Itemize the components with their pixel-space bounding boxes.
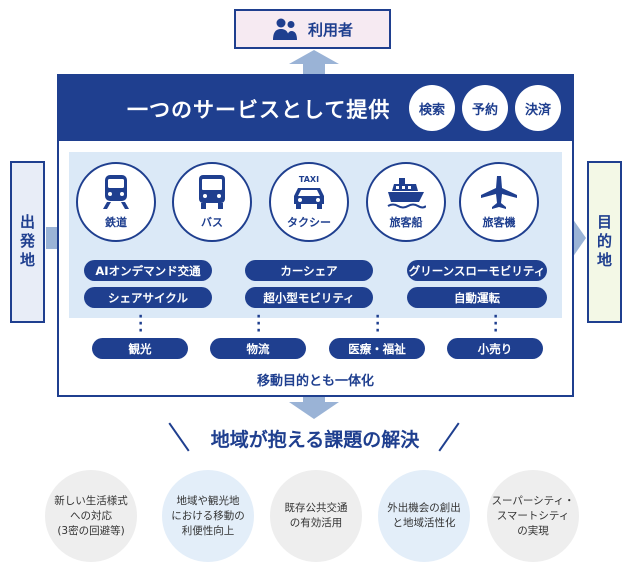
service-share-cycle: シェアサイクル <box>84 287 212 308</box>
mode-bus: バス <box>172 162 252 242</box>
taxi-icon: TAXI <box>294 175 324 209</box>
arrow-up-icon <box>289 50 339 78</box>
origin-box: 出発地 <box>10 161 45 323</box>
purpose-tourism: 観光 <box>92 338 188 359</box>
bus-icon <box>199 175 225 209</box>
arrow-down-icon <box>289 387 339 419</box>
taxi-sign: TAXI <box>299 175 319 184</box>
panel-title: 一つのサービスとして提供 <box>127 98 391 122</box>
service-autonomous-driving: 自動運転 <box>407 287 547 308</box>
issue-public-transport: 既存公共交通 の有効活用 <box>270 470 362 562</box>
mode-ship: 旅客船 <box>366 162 446 242</box>
train-icon <box>103 175 129 209</box>
continuation-dots: ··· <box>138 309 144 339</box>
mode-label: 旅客機 <box>482 216 516 229</box>
mode-train: 鉄道 <box>76 162 156 242</box>
ship-icon <box>387 178 426 209</box>
service-car-share: カーシェア <box>245 260 373 281</box>
purpose-note: 移動目的とも一体化 <box>256 374 374 389</box>
integrated-service-panel: 一つのサービスとして提供 検索 予約 決済 鉄道 バス TAXI <box>57 74 574 397</box>
user-label: 利用者 <box>307 20 353 39</box>
purpose-medical-welfare: 医療・福祉 <box>329 338 425 359</box>
service-green-slow-mobility: グリーンスローモビリティ <box>407 260 547 281</box>
mode-label: タクシー <box>287 216 331 229</box>
issue-new-lifestyle: 新しい生活様式 への対応 (3密の回避等) <box>45 470 137 562</box>
airplane-icon <box>481 176 517 209</box>
purpose-logistics: 物流 <box>210 338 306 359</box>
mode-label: 鉄道 <box>105 216 127 229</box>
mode-label: 旅客船 <box>389 216 423 229</box>
users-icon <box>272 18 297 40</box>
continuation-dots: ··· <box>493 309 499 339</box>
issue-regional-revitalization: 外出機会の創出 と地域活性化 <box>378 470 470 562</box>
service-ai-on-demand: AIオンデマンド交通 <box>84 260 212 281</box>
continuation-dots: ··· <box>256 309 262 339</box>
mode-taxi: TAXI タクシー <box>269 162 349 242</box>
payment-function: 決済 <box>515 85 561 131</box>
search-function: 検索 <box>409 85 455 131</box>
destination-box: 目的地 <box>587 161 622 323</box>
reservation-function: 予約 <box>462 85 508 131</box>
user-box: 利用者 <box>234 9 391 49</box>
mode-airplane: 旅客機 <box>459 162 539 242</box>
mode-label: バス <box>201 216 223 229</box>
continuation-dots: ··· <box>375 309 381 339</box>
issue-mobility-convenience: 地域や観光地 における移動の 利便性向上 <box>162 470 254 562</box>
solution-title: 地域が抱える課題の解決 <box>210 429 420 451</box>
issue-smart-city: スーパーシティ・ スマートシティ の実現 <box>487 470 579 562</box>
service-ultra-compact-mobility: 超小型モビリティ <box>245 287 373 308</box>
purpose-retail: 小売り <box>447 338 543 359</box>
